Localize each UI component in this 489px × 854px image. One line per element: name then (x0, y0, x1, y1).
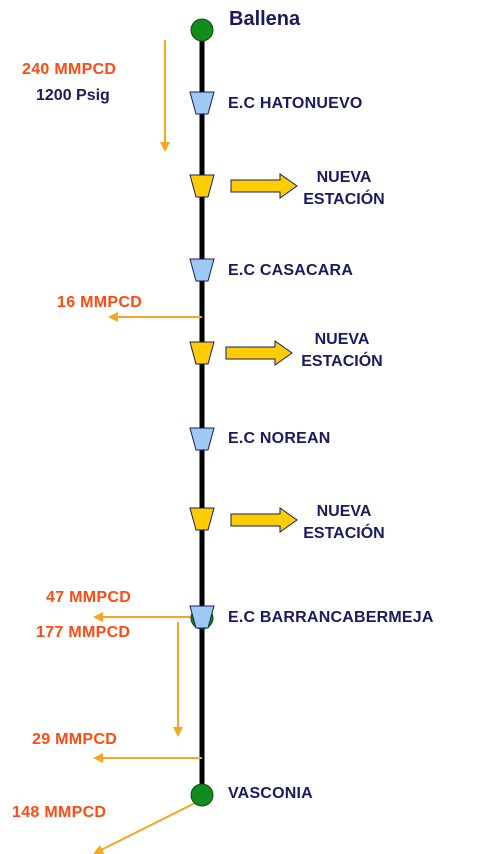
new-station-icon (189, 507, 215, 531)
segment-flow-label: 177 MMPCD (36, 624, 131, 641)
block-arrow-icon (225, 340, 293, 366)
block-arrow-icon (230, 173, 298, 199)
block-arrow-icon (230, 507, 298, 533)
new-station-label: NUEVA ESTACIÓN (296, 167, 392, 211)
station-label-barrancabermeja: E.C BARRANCABERMEJA (228, 609, 434, 626)
inlet-flow-label: 240 MMPCD (22, 61, 117, 78)
new-station-line2: ESTACIÓN (303, 525, 385, 542)
new-station-line1: NUEVA (316, 169, 372, 186)
station-icon (189, 258, 215, 282)
end-node-label: VASCONIA (228, 785, 313, 802)
offtake-3-label: 29 MMPCD (32, 731, 118, 748)
end-node-icon (190, 783, 214, 807)
new-station-line2: ESTACIÓN (303, 191, 385, 208)
station-icon (189, 91, 215, 115)
station-icon (189, 427, 215, 451)
station-label-hatonuevo: E.C HATONUEVO (228, 95, 363, 112)
new-station-icon (189, 341, 215, 365)
outlet-flow-arrow (93, 802, 196, 854)
new-station-line1: NUEVA (314, 331, 370, 348)
origin-label: Ballena (229, 8, 301, 30)
new-station-label: NUEVA ESTACIÓN (294, 329, 390, 373)
origin-node-icon (190, 18, 214, 42)
outlet-flow-label: 148 MMPCD (12, 804, 107, 821)
new-station-line2: ESTACIÓN (301, 353, 383, 370)
new-station-label: NUEVA ESTACIÓN (296, 501, 392, 545)
station-label-norean: E.C NOREAN (228, 430, 331, 447)
inlet-pressure-label: 1200 Psig (36, 87, 110, 104)
offtake-1-label: 16 MMPCD (57, 294, 143, 311)
new-station-line1: NUEVA (316, 503, 372, 520)
station-icon (189, 605, 215, 629)
offtake-2-label: 47 MMPCD (46, 589, 132, 606)
station-label-casacara: E.C CASACARA (228, 262, 354, 279)
new-station-icon (189, 174, 215, 198)
